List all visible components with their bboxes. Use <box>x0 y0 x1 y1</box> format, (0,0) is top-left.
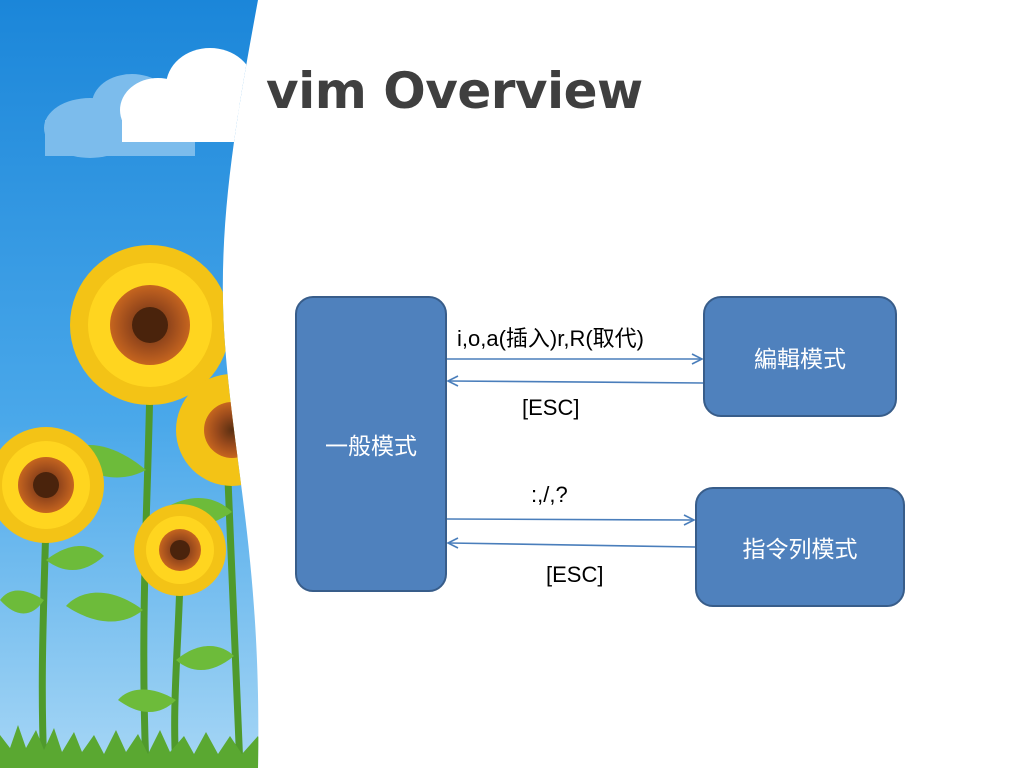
slide-title: vim Overview <box>266 62 643 120</box>
arrowhead-from-insert-mode <box>446 375 459 387</box>
edge-label-to-command: :,/,? <box>531 482 568 507</box>
command-line-mode-label: 指令列模式 <box>742 537 858 563</box>
edge-label-from-insert: [ESC] <box>522 395 580 420</box>
arrowhead-from-command-mode <box>446 537 459 549</box>
arrowhead-to-insert-mode <box>691 353 704 365</box>
arrowhead-to-command-mode <box>683 514 696 526</box>
edge-label-from-command: [ESC] <box>546 562 604 587</box>
edge-label-to-insert: i,o,a(插入)r,R(取代) <box>457 326 645 351</box>
arrow-from-insert-mode <box>448 380 704 384</box>
command-line-mode-node: 指令列模式 <box>695 487 905 607</box>
insert-mode-node: 編輯模式 <box>703 296 897 417</box>
normal-mode-label: 一般模式 <box>325 434 417 460</box>
arrow-to-command-mode <box>446 518 694 521</box>
insert-mode-label: 編輯模式 <box>754 346 846 373</box>
arrow-from-command-mode <box>448 542 696 548</box>
normal-mode-node: 一般模式 <box>295 296 447 592</box>
